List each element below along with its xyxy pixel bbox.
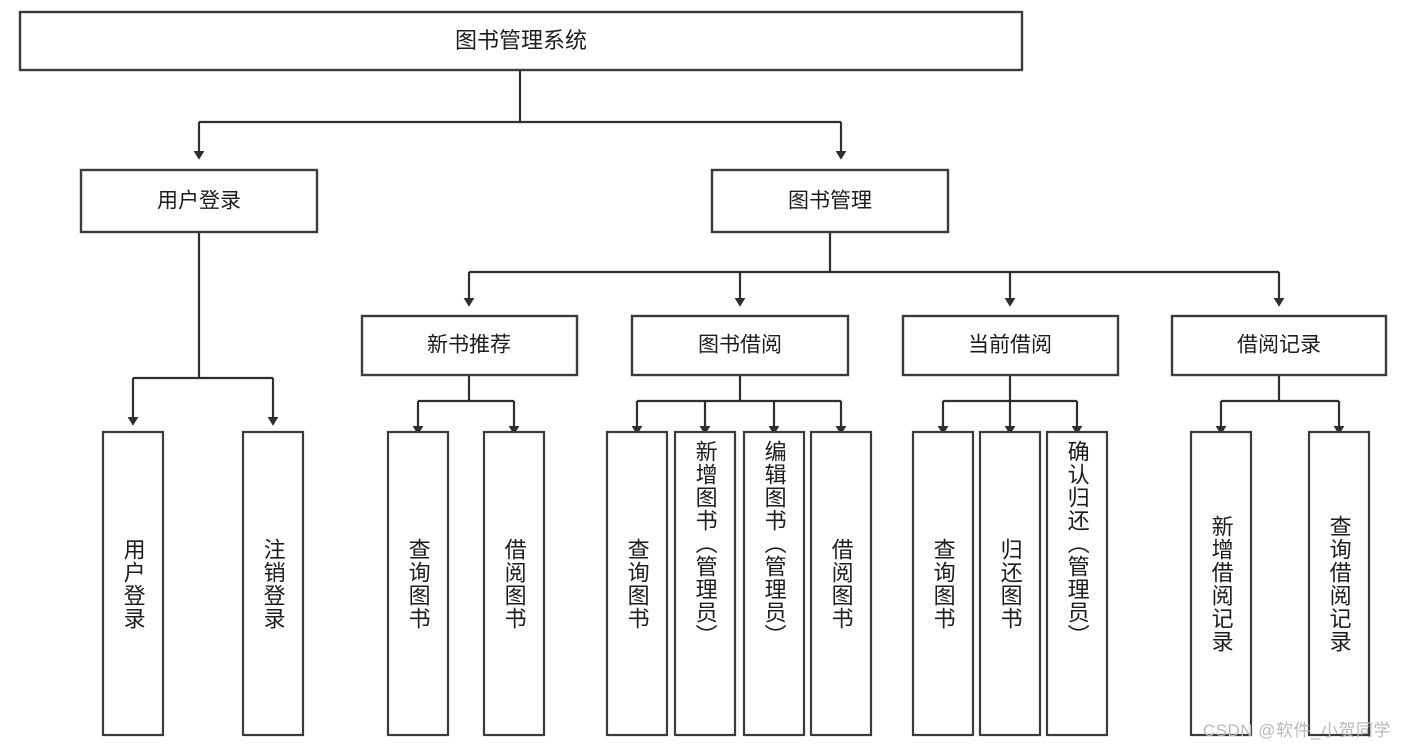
node-book-manage[interactable]: 图书管理 bbox=[710, 168, 950, 234]
node-root-box[interactable] bbox=[18, 10, 1024, 72]
node-new-book-recommend-label: 新书推荐 bbox=[427, 334, 511, 357]
node-user-login[interactable]: 用户登录 bbox=[79, 168, 319, 234]
connectors-book-manage-to-level3 bbox=[463, 232, 1285, 307]
node-user-login-box[interactable] bbox=[79, 168, 319, 234]
node-root[interactable]: 图书管理系统 bbox=[18, 10, 1024, 72]
leaf-box-return-book[interactable] bbox=[978, 430, 1042, 737]
leaf-box-query-book-2[interactable] bbox=[605, 430, 669, 737]
watermark-text: CSDN @软件_小贺同学 bbox=[1202, 721, 1391, 740]
node-book-borrow-label: 图书借阅 bbox=[698, 334, 782, 357]
connectors-user-login-to-leaves bbox=[127, 232, 279, 426]
node-current-borrow[interactable]: 当前借阅 bbox=[901, 314, 1120, 377]
leaf-box-query-book-1[interactable] bbox=[386, 430, 450, 737]
node-book-borrow[interactable]: 图书借阅 bbox=[630, 314, 850, 377]
leaf-boxes-borrow-record bbox=[1189, 430, 1371, 737]
leaf-boxes-current-borrow bbox=[911, 430, 1109, 737]
connectors-new-book-recommend-to-leaves bbox=[412, 375, 520, 435]
leaf-box-confirm-return[interactable] bbox=[1045, 430, 1109, 737]
node-book-manage-label: 图书管理 bbox=[788, 190, 872, 213]
connectors-root-to-level2 bbox=[193, 70, 847, 160]
leaf-boxes-user-login bbox=[101, 430, 305, 737]
connectors-book-borrow-to-leaves bbox=[631, 375, 847, 435]
leaf-box-query-record[interactable] bbox=[1307, 430, 1371, 737]
node-root-label: 图书管理系统 bbox=[455, 28, 587, 53]
leaf-boxes-book-borrow bbox=[605, 430, 873, 737]
leaf-box-edit-book[interactable] bbox=[742, 430, 806, 737]
leaf-boxes-new-book-recommend bbox=[386, 430, 546, 737]
node-new-book-recommend-box[interactable] bbox=[360, 314, 579, 377]
node-borrow-record-label: 借阅记录 bbox=[1237, 334, 1321, 357]
node-user-login-label: 用户登录 bbox=[157, 190, 241, 213]
node-current-borrow-label: 当前借阅 bbox=[968, 334, 1052, 357]
node-book-borrow-box[interactable] bbox=[630, 314, 850, 377]
leaf-box-query-book-3[interactable] bbox=[911, 430, 975, 737]
leaf-box-user-login[interactable] bbox=[101, 430, 165, 737]
leaf-box-borrow-book-1[interactable] bbox=[482, 430, 546, 737]
leaf-box-add-book[interactable] bbox=[673, 430, 737, 737]
connectors-borrow-record-to-leaves bbox=[1215, 375, 1345, 435]
node-book-manage-box[interactable] bbox=[710, 168, 950, 234]
node-borrow-record-box[interactable] bbox=[1170, 314, 1388, 377]
node-new-book-recommend[interactable]: 新书推荐 bbox=[360, 314, 579, 377]
leaf-box-user-logout[interactable] bbox=[241, 430, 305, 737]
leaf-box-borrow-book-2[interactable] bbox=[809, 430, 873, 737]
connectors-current-borrow-to-leaves bbox=[937, 375, 1083, 435]
node-current-borrow-box[interactable] bbox=[901, 314, 1120, 377]
leaf-box-add-record[interactable] bbox=[1189, 430, 1253, 737]
node-borrow-record[interactable]: 借阅记录 bbox=[1170, 314, 1388, 377]
